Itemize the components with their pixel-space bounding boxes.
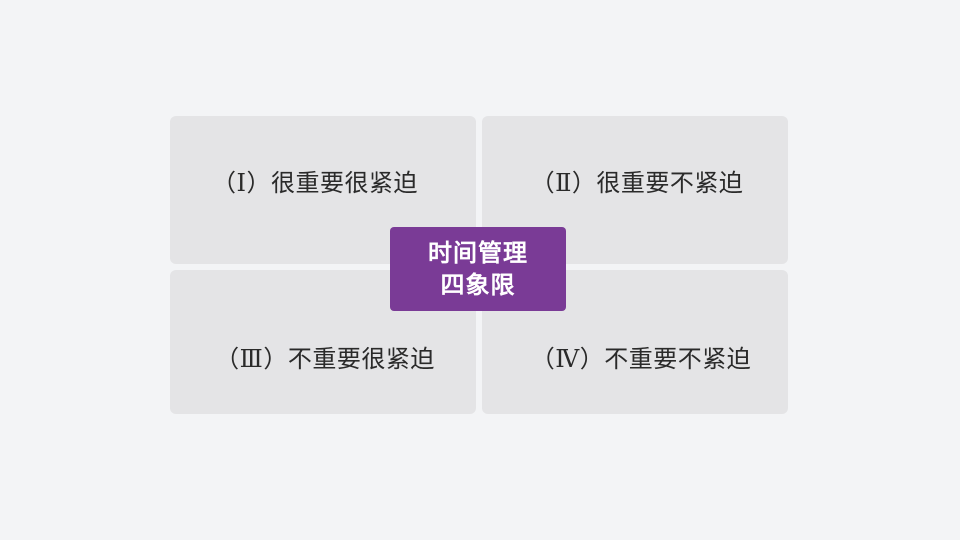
quadrant-4-label: （Ⅳ）不重要不紧迫 xyxy=(530,344,752,373)
quadrant-important-urgent: （Ⅰ）很重要很紧迫 xyxy=(170,116,476,264)
quadrant-not-important-urgent: （Ⅲ）不重要很紧迫 xyxy=(170,270,476,414)
quadrant-1-label: （Ⅰ）很重要很紧迫 xyxy=(212,168,418,197)
quadrant-3-label: （Ⅲ）不重要很紧迫 xyxy=(215,344,435,373)
quadrant-2-label: （Ⅱ）很重要不紧迫 xyxy=(530,168,744,197)
center-title-line-1: 时间管理 xyxy=(428,238,528,267)
center-title-line-2: 四象限 xyxy=(440,270,516,299)
center-title-box: 时间管理 四象限 xyxy=(390,227,566,311)
